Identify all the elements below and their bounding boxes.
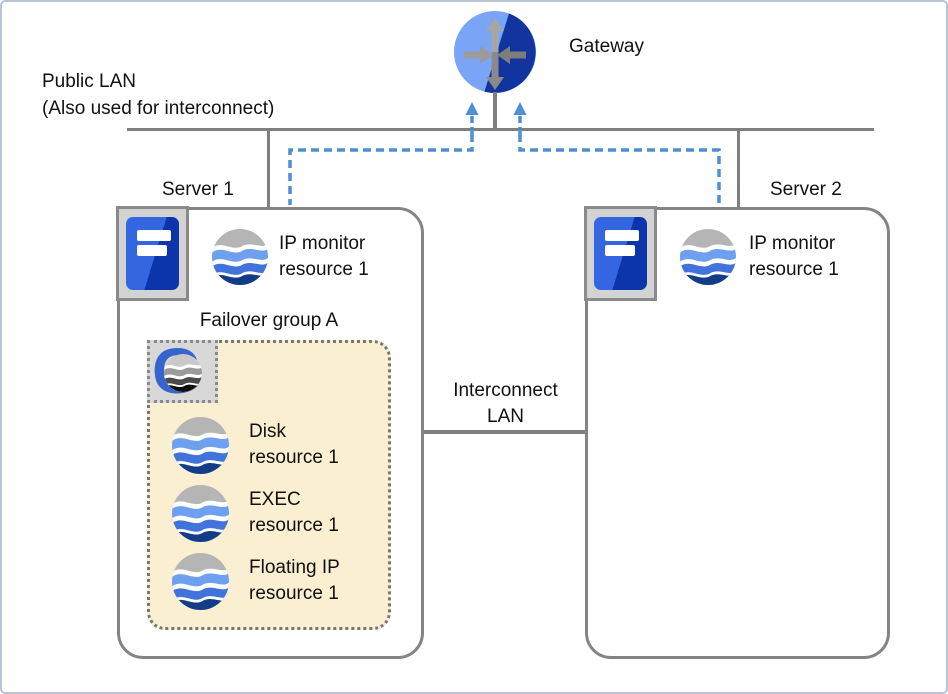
ip-monitor-resource-icon-server2: [680, 229, 736, 285]
server1-label: Server 1: [162, 179, 234, 200]
server2-label: Server 2: [770, 179, 842, 200]
exec-resource-label: EXEC resource 1: [249, 487, 339, 539]
server-slot-icon: [137, 245, 167, 256]
gateway-router-icon: [454, 11, 536, 93]
resource-line1: Disk: [249, 421, 286, 442]
gateway-label: Gateway: [569, 36, 644, 57]
monitor-arrow-left: [465, 102, 479, 115]
server-slot-icon: [605, 230, 639, 241]
monitor-arrow-right: [513, 102, 527, 115]
public-lan-label: Public LAN (Also used for interconnect): [42, 68, 274, 122]
gateway-stem-line: [493, 92, 497, 129]
floating-ip-resource-label: Floating IP resource 1: [249, 555, 340, 607]
interconnect-lan-line: [424, 430, 587, 434]
public-lan-note: (Also used for interconnect): [42, 98, 275, 119]
failover-group-title: Failover group A: [199, 310, 339, 331]
group-sphere-icon: [164, 354, 202, 392]
ip-monitor-line1: IP monitor: [279, 233, 366, 254]
interconnect-line1: Interconnect: [453, 380, 558, 401]
public-lan-title: Public LAN: [42, 71, 136, 92]
server1-tower-body: [126, 217, 179, 290]
ip-monitor-resource-icon-server1: [212, 229, 268, 285]
resource-line2: resource 1: [249, 447, 339, 468]
ip-monitor-line2: resource 1: [279, 259, 369, 280]
floating-ip-resource-icon: [172, 553, 229, 610]
server2-tower-body: [594, 217, 647, 290]
resource-line1: EXEC: [249, 489, 301, 510]
interconnect-lan-label: Interconnect LAN: [424, 378, 587, 430]
resource-line2: resource 1: [249, 583, 339, 604]
resource-line1: Floating IP: [249, 557, 340, 578]
disk-resource-icon: [172, 417, 229, 474]
exec-resource-icon: [172, 485, 229, 542]
interconnect-line2: LAN: [487, 406, 524, 427]
resource-line2: resource 1: [249, 515, 339, 536]
public-lan-line: [127, 128, 874, 131]
ip-monitor-line2: resource 1: [749, 259, 839, 280]
server1-tower-icon: [116, 206, 189, 301]
ip-monitor-label-server1: IP monitor resource 1: [279, 231, 369, 283]
ip-monitor-label-server2: IP monitor resource 1: [749, 231, 839, 283]
server-slot-icon: [605, 245, 635, 256]
disk-resource-label: Disk resource 1: [249, 419, 339, 471]
failover-group-g-icon: G: [147, 335, 218, 407]
server1-uplink-line: [267, 131, 270, 208]
server-slot-icon: [137, 230, 171, 241]
ip-monitor-path-server1: [288, 134, 474, 205]
ip-monitor-line1: IP monitor: [749, 233, 836, 254]
ip-monitor-path-server2: [518, 134, 721, 205]
server2-tower-icon: [584, 206, 657, 301]
server2-uplink-line: [737, 131, 740, 208]
